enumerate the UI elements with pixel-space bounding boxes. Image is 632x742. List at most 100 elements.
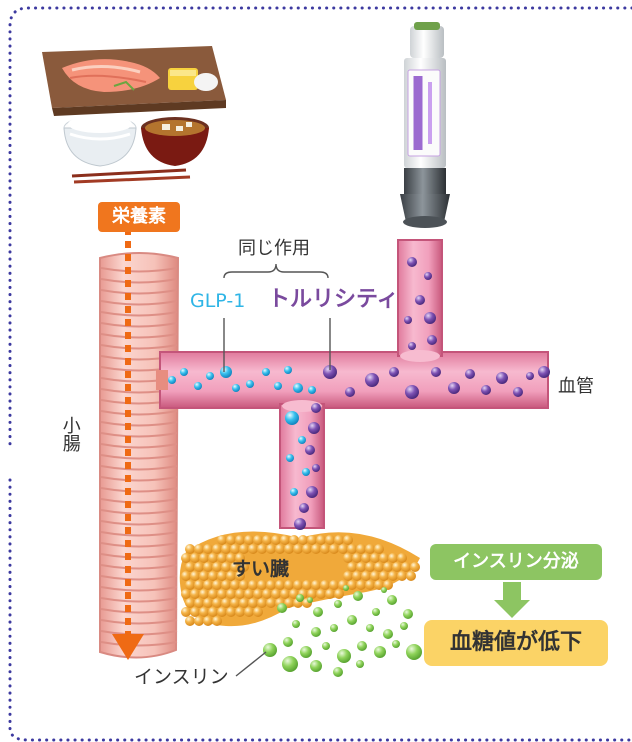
pancreas-cell xyxy=(374,580,384,590)
pancreas-cell xyxy=(289,535,299,545)
pancreas-cell xyxy=(365,544,375,554)
insulin-particle xyxy=(372,608,380,616)
insulin-particle xyxy=(277,603,287,613)
insulin-particle xyxy=(403,609,413,619)
pancreas-cell xyxy=(352,553,362,563)
pancreas-cell xyxy=(370,553,380,563)
intestine-fold xyxy=(100,608,178,614)
insulin-particle xyxy=(366,624,374,632)
pancreas-cell xyxy=(284,544,294,554)
pancreas-cell xyxy=(401,562,411,572)
pancreas-cell xyxy=(275,544,285,554)
small-intestine xyxy=(99,228,180,660)
pancreas-cell xyxy=(293,580,303,590)
pancreas-cell xyxy=(185,562,195,572)
drug-particle xyxy=(405,385,419,399)
drug-particle xyxy=(389,367,399,377)
glp1-particle xyxy=(180,368,188,376)
intestine-fold xyxy=(100,267,178,273)
pancreas-cell xyxy=(181,607,191,617)
pancreas-cell xyxy=(311,580,321,590)
intestine-fold xyxy=(100,410,178,416)
pancreas-cell xyxy=(347,562,357,572)
intestine-fold xyxy=(100,487,178,493)
glp1-particle xyxy=(298,436,306,444)
pancreas-cell xyxy=(356,544,366,554)
pancreas-cell xyxy=(244,589,254,599)
pancreas-cell xyxy=(185,580,195,590)
pancreas-cell xyxy=(199,607,209,617)
glp1-particle xyxy=(168,376,176,384)
annotation-lines xyxy=(223,263,331,677)
pancreas-cell xyxy=(262,535,272,545)
insulin-particle xyxy=(357,641,367,651)
intestine-fold xyxy=(100,476,178,482)
pancreas-cell xyxy=(374,544,384,554)
insulin-particle xyxy=(333,667,343,677)
insulin-particle xyxy=(347,615,357,625)
pancreas-cell xyxy=(257,544,267,554)
pancreas-cell xyxy=(347,580,357,590)
insulin-label: インスリン xyxy=(134,666,229,688)
pancreas-cell xyxy=(307,535,317,545)
pancreas-cell xyxy=(320,544,330,554)
pancreas-cell xyxy=(293,544,303,554)
pancreas-cell xyxy=(194,598,204,608)
pancreas-cell xyxy=(392,562,402,572)
pancreas-cell xyxy=(194,616,204,626)
pancreas-cell xyxy=(325,589,335,599)
pancreas-cell xyxy=(226,607,236,617)
pancreas-cell xyxy=(239,544,249,554)
insulin-particle xyxy=(374,646,386,658)
drug-particle xyxy=(294,518,306,530)
insulin-secretion-badge: インスリン分泌 xyxy=(430,544,602,580)
drug-particle xyxy=(496,372,508,384)
glp1-particle xyxy=(232,384,240,392)
insulin-particle xyxy=(263,643,277,657)
insulin-particle xyxy=(356,660,364,668)
pancreas-cell xyxy=(325,535,335,545)
pancreas-cell xyxy=(212,562,222,572)
pancreas-cell xyxy=(208,571,218,581)
intestine-fold xyxy=(100,619,178,625)
pancreas-cell xyxy=(343,571,353,581)
insulin-particle xyxy=(300,646,312,658)
pancreas-cell xyxy=(280,535,290,545)
pancreas-cell xyxy=(257,580,267,590)
pancreas-cell xyxy=(199,553,209,563)
pancreas-cell xyxy=(370,571,380,581)
pancreas-cell xyxy=(248,580,258,590)
pancreas-cell xyxy=(235,589,245,599)
insulin-particle xyxy=(313,607,323,617)
intestine-fold xyxy=(100,542,178,548)
drug-particle xyxy=(415,295,425,305)
pancreas-cell xyxy=(356,562,366,572)
pancreas-cell xyxy=(334,589,344,599)
pancreas-cell xyxy=(302,544,312,554)
pancreas-cell xyxy=(208,607,218,617)
pancreas-cell xyxy=(226,535,236,545)
pancreas-cell xyxy=(199,589,209,599)
pancreas-cell xyxy=(190,589,200,599)
intestine-fold xyxy=(100,333,178,339)
pancreas-cell xyxy=(334,535,344,545)
drug-particle xyxy=(448,382,460,394)
pancreas-cell xyxy=(361,571,371,581)
pancreas-cell xyxy=(185,544,195,554)
down-arrow xyxy=(494,582,530,618)
insulin-particle xyxy=(292,620,300,628)
pancreas-cell xyxy=(217,571,227,581)
intestine-fold xyxy=(100,586,178,592)
pancreas-cell xyxy=(329,580,339,590)
pancreas-cell xyxy=(217,553,227,563)
dotted-frame xyxy=(8,6,632,742)
glp1-particle xyxy=(206,372,214,380)
pancreas-cell xyxy=(239,598,249,608)
drug-particle xyxy=(465,369,475,379)
pancreas-cell xyxy=(307,589,317,599)
pancreas-cell xyxy=(181,571,191,581)
insulin-particle xyxy=(383,629,393,639)
drug-particle xyxy=(305,445,315,455)
drug-particle xyxy=(407,257,417,267)
pancreas-cell xyxy=(221,544,231,554)
